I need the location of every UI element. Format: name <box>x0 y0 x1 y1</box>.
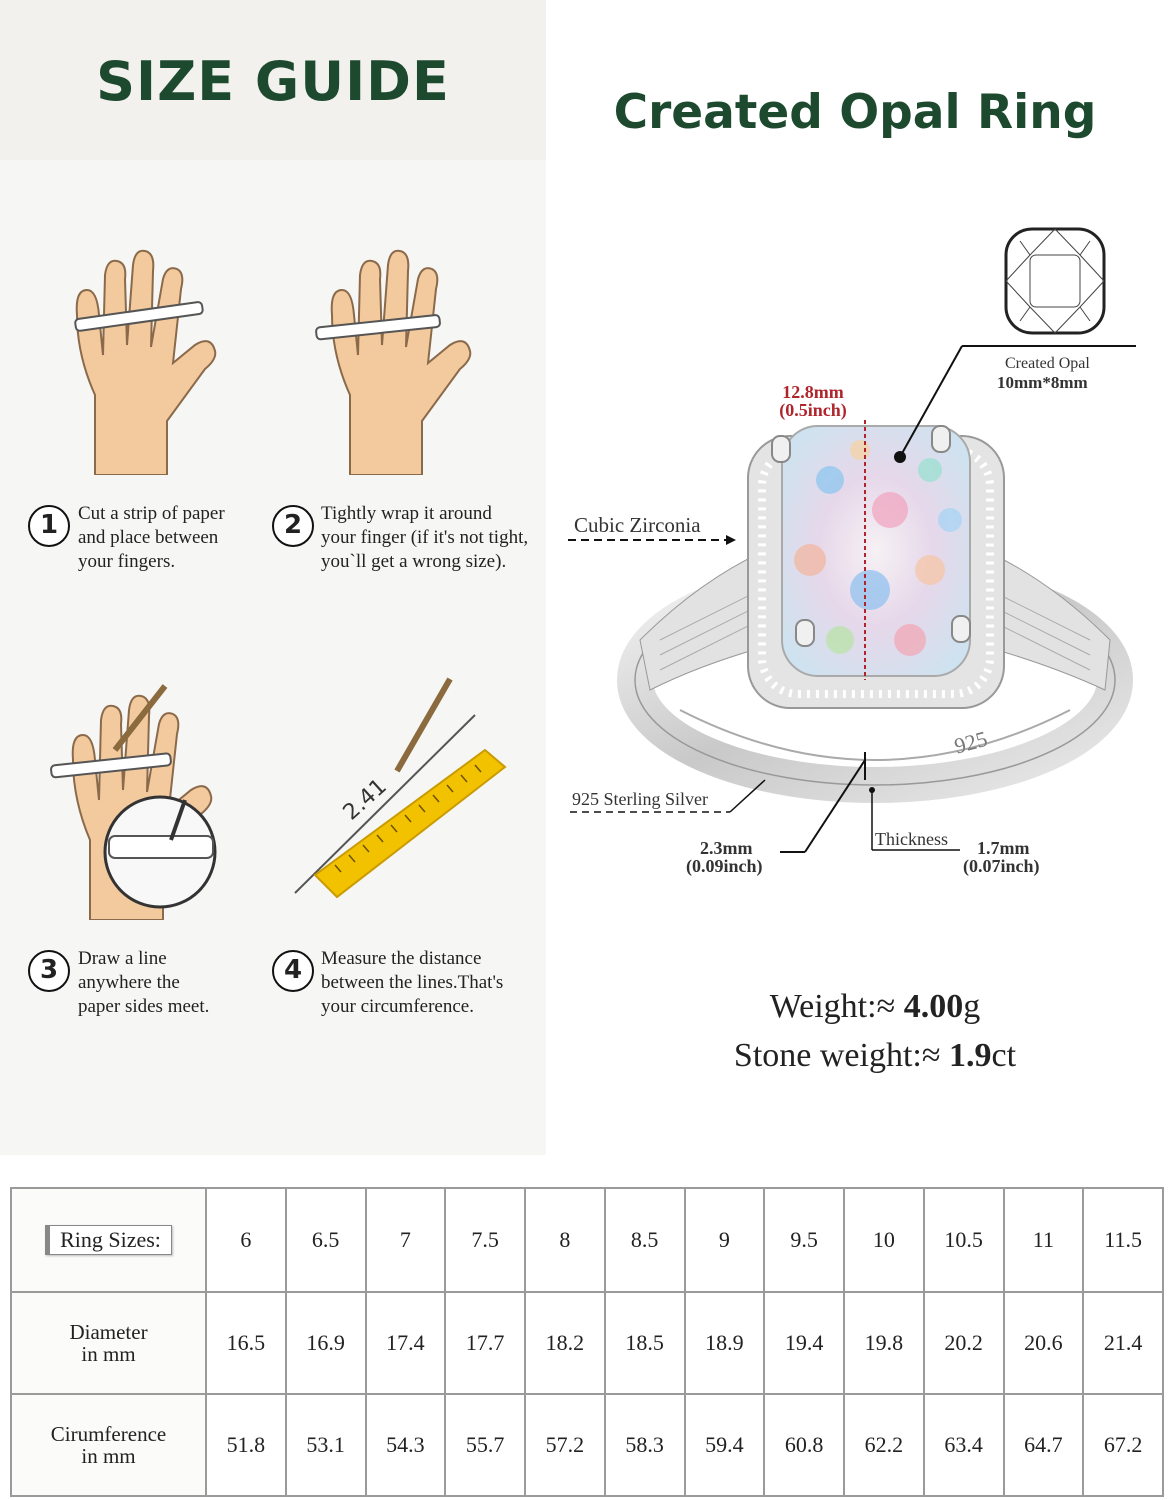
size-cell: 10.5 <box>922 1187 1005 1293</box>
circumference-cell: 63.4 <box>922 1393 1005 1497</box>
step-1-number: 1 <box>28 505 70 547</box>
circumference-unit: in mm <box>81 1444 136 1468</box>
size-cell: 6 <box>205 1187 287 1293</box>
size-cell: 10 <box>843 1187 925 1293</box>
stone-weight-unit: ct <box>991 1037 1017 1074</box>
table-row-sizes: Ring Sizes: 6 6.5 7 7.5 8 8.5 9 9.5 10 1… <box>10 1187 1164 1293</box>
step-2-number: 2 <box>272 505 314 547</box>
diameter-label: Diameter <box>69 1320 148 1344</box>
size-guide-title: SIZE GUIDE <box>96 50 450 113</box>
weight-unit: g <box>963 988 981 1025</box>
table-row-diameter: Diameter in mm 16.5 16.9 17.4 17.7 18.2 … <box>10 1291 1164 1395</box>
ring-width-inch: (0.5inch) <box>779 400 847 420</box>
step-4-number: 4 <box>272 950 314 992</box>
circumference-label: Cirumference <box>50 1422 167 1446</box>
band-width-mm: 2.3mm <box>700 838 753 858</box>
thickness-mm: 1.7mm <box>977 838 1030 858</box>
circumference-cell: 55.7 <box>444 1393 526 1497</box>
ring-width-mm: 12.8mm <box>782 382 844 402</box>
weight-line: Weight:≈ 4.00g <box>640 988 1110 1026</box>
circumference-cell: 58.3 <box>603 1393 686 1497</box>
diameter-header: Diameter in mm <box>10 1291 207 1395</box>
diameter-cell: 21.4 <box>1082 1291 1164 1395</box>
table-row-circumference: Cirumference in mm 51.8 53.1 54.3 55.7 5… <box>10 1393 1164 1497</box>
circumference-cell: 53.1 <box>284 1393 367 1497</box>
weight-value: 4.00 <box>903 988 964 1025</box>
sterling-silver-label: 925 Sterling Silver <box>572 789 708 809</box>
diameter-unit: in mm <box>81 1342 136 1366</box>
ruler-measure-illustration: 2.41 <box>294 677 507 899</box>
cubic-zirconia-label: Cubic Zirconia <box>574 513 701 537</box>
diameter-cell: 19.8 <box>843 1291 925 1395</box>
ring-size-table: Ring Sizes: 6 6.5 7 7.5 8 8.5 9 9.5 10 1… <box>10 1187 1164 1497</box>
diameter-cell: 16.5 <box>205 1291 287 1395</box>
ruler-measurement-label: 2.41 <box>339 774 392 825</box>
step-4-text: Measure the distance between the lines.T… <box>321 948 504 1017</box>
diameter-cell: 20.6 <box>1002 1291 1085 1395</box>
size-cell: 8.5 <box>603 1187 686 1293</box>
circumference-cell: 64.7 <box>1002 1393 1085 1497</box>
hallmark-engraving: 925 <box>952 726 990 759</box>
diameter-cell: 18.5 <box>603 1291 686 1395</box>
ring-sizes-tag: Ring Sizes: <box>45 1225 172 1255</box>
hand-wrap-illustration <box>315 249 472 475</box>
step-3-number: 3 <box>28 950 70 992</box>
size-cell: 6.5 <box>284 1187 367 1293</box>
opal-ring-illustration: 925 <box>568 345 1136 853</box>
diameter-cell: 17.4 <box>364 1291 447 1395</box>
hand-pencil-mark-illustration <box>50 684 217 920</box>
circumference-cell: 60.8 <box>763 1393 845 1497</box>
weight-label: Weight:≈ <box>769 988 896 1025</box>
thickness-inch: (0.07inch) <box>963 856 1040 876</box>
size-cell: 8 <box>524 1187 606 1293</box>
cushion-cut-stone-icon <box>1004 227 1106 335</box>
circumference-cell: 62.2 <box>843 1393 925 1497</box>
stone-size: 10mm*8mm <box>997 373 1088 392</box>
diameter-cell: 18.2 <box>524 1291 606 1395</box>
circumference-cell: 57.2 <box>524 1393 606 1497</box>
circumference-cell: 67.2 <box>1082 1393 1164 1497</box>
diameter-cell: 20.2 <box>922 1291 1005 1395</box>
diameter-cell: 18.9 <box>683 1291 766 1395</box>
hand-paper-strip-illustration <box>74 249 217 475</box>
stone-weight-label: Stone weight:≈ <box>733 1037 941 1074</box>
ring-title: Created Opal Ring <box>613 85 1097 140</box>
band-width-inch: (0.09inch) <box>686 856 763 876</box>
stone-label: Created Opal <box>1005 355 1090 372</box>
size-cell: 7 <box>364 1187 447 1293</box>
circumference-cell: 51.8 <box>205 1393 287 1497</box>
ring-sizes-header: Ring Sizes: <box>10 1187 207 1293</box>
stone-weight-value: 1.9 <box>949 1037 992 1074</box>
step-3-text: Draw a line anywhere the paper sides mee… <box>78 948 210 1017</box>
diameter-cell: 17.7 <box>444 1291 526 1395</box>
size-cell: 9 <box>683 1187 766 1293</box>
size-cell: 7.5 <box>444 1187 526 1293</box>
circumference-header: Cirumference in mm <box>10 1393 207 1497</box>
diameter-cell: 19.4 <box>763 1291 845 1395</box>
stone-weight-line: Stone weight:≈ 1.9ct <box>640 1037 1110 1075</box>
thickness-label: Thickness <box>875 829 948 849</box>
step-2-text: Tightly wrap it around your finger (if i… <box>321 503 529 572</box>
size-cell: 9.5 <box>763 1187 845 1293</box>
step-1-text: Cut a strip of paper and place between y… <box>78 503 225 572</box>
size-guide-header <box>0 0 546 160</box>
diameter-cell: 16.9 <box>284 1291 367 1395</box>
circumference-cell: 54.3 <box>364 1393 447 1497</box>
size-cell: 11.5 <box>1082 1187 1164 1293</box>
circumference-cell: 59.4 <box>683 1393 766 1497</box>
size-cell: 11 <box>1002 1187 1085 1293</box>
